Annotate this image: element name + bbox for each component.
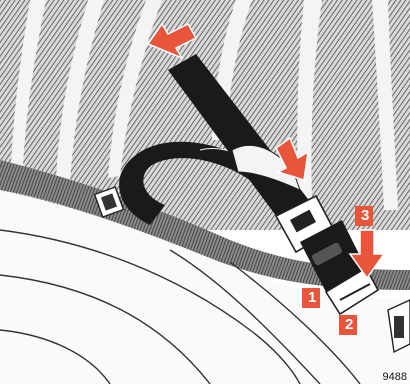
callout-label-3: 3 bbox=[357, 207, 373, 225]
callout-label-1: 1 bbox=[304, 289, 320, 307]
figure-reference-number: 9488 bbox=[382, 371, 408, 383]
callout-label-2: 2 bbox=[341, 316, 357, 334]
